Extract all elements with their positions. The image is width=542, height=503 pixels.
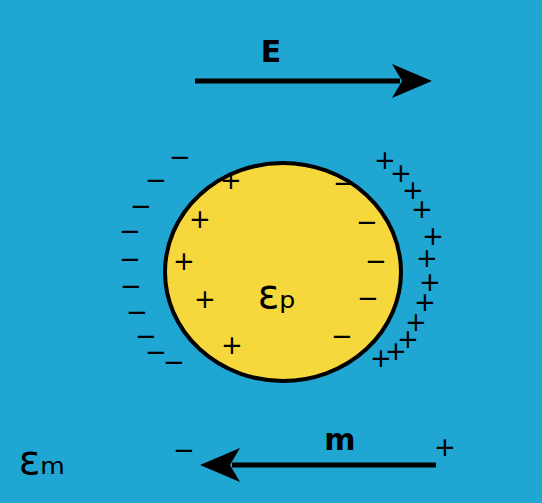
charge-sign: − xyxy=(357,285,379,311)
charge-sign: − xyxy=(356,209,378,235)
charge-sign: − xyxy=(119,246,141,272)
charge-sign: − xyxy=(331,323,353,349)
dipole-arrow-shaft xyxy=(232,463,436,468)
charge-sign: + xyxy=(173,248,195,274)
charge-sign: − xyxy=(163,349,185,375)
charge-sign: − xyxy=(120,273,142,299)
field-arrow-head xyxy=(392,64,432,98)
charge-sign: − xyxy=(365,248,387,274)
vector-label: m xyxy=(324,425,355,455)
charge-sign: + xyxy=(416,245,438,271)
charge-sign: − xyxy=(173,437,195,463)
particle-shape xyxy=(165,163,401,381)
permittivity-label: εₘ xyxy=(19,440,66,480)
charge-sign: − xyxy=(333,170,355,196)
charge-sign: + xyxy=(221,332,243,358)
charge-sign: + xyxy=(220,167,242,193)
vector-label: E xyxy=(261,37,282,67)
charge-sign: − xyxy=(145,167,167,193)
charge-sign: + xyxy=(189,206,211,232)
permittivity-label: εₚ xyxy=(258,274,297,314)
charge-sign: − xyxy=(126,299,148,325)
charge-sign: + xyxy=(411,196,433,222)
charge-sign: − xyxy=(169,144,191,170)
charge-sign: + xyxy=(370,345,392,371)
charge-sign: + xyxy=(194,286,216,312)
charge-sign: − xyxy=(130,193,152,219)
dipole-arrow-head xyxy=(200,448,240,482)
field-arrow-shaft xyxy=(195,79,400,84)
charge-sign: − xyxy=(119,218,141,244)
charge-sign: + xyxy=(434,434,456,460)
